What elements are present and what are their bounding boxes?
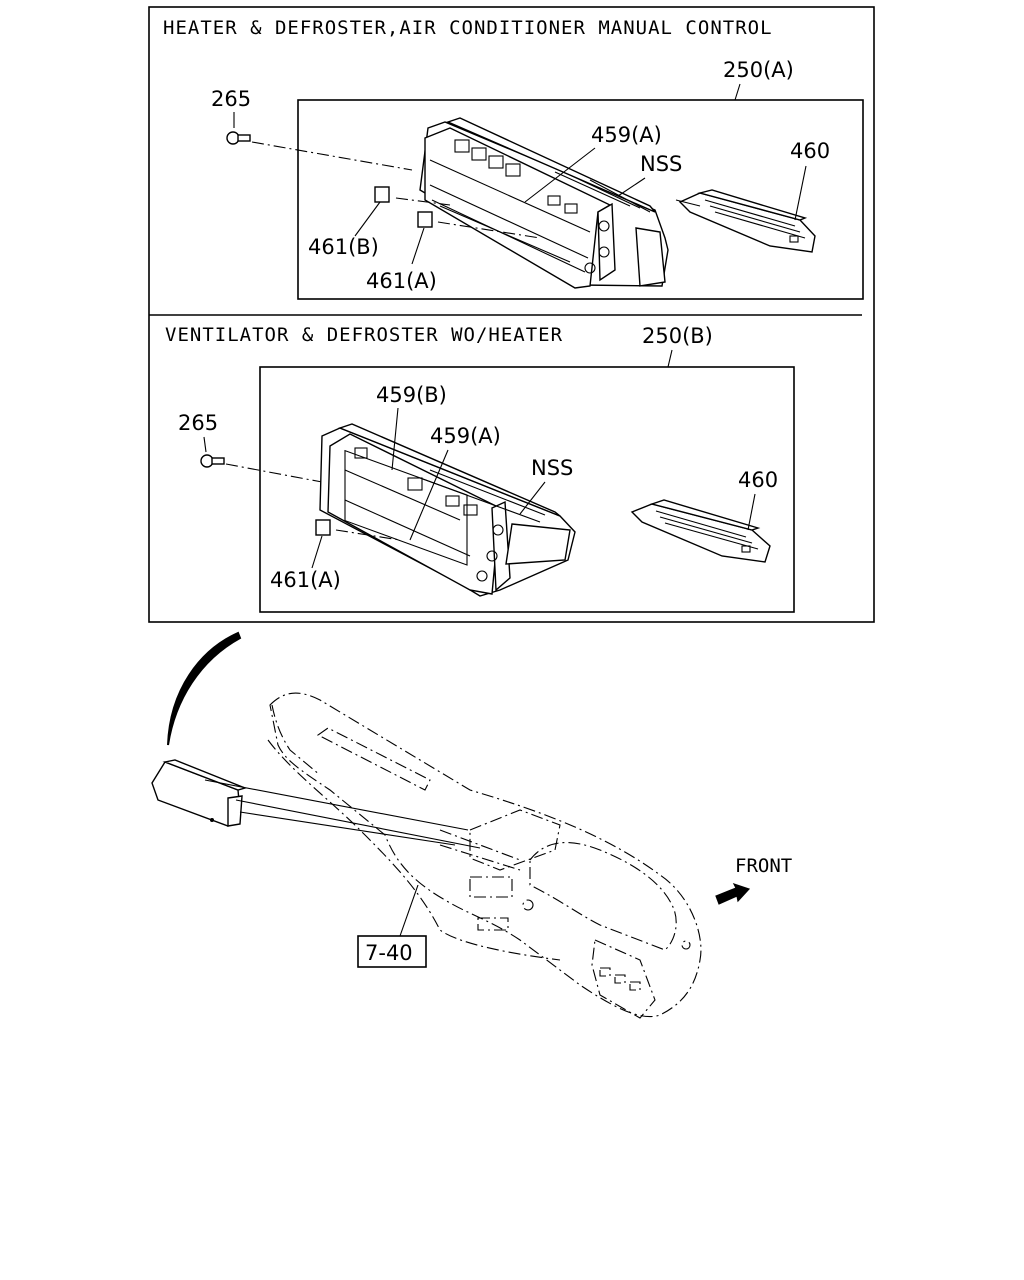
dash-knob — [522, 899, 534, 911]
knob-a-leader — [411, 227, 425, 265]
panel-b-leader — [391, 407, 399, 471]
module-460 — [675, 189, 816, 253]
assembly-box — [259, 366, 795, 613]
mount-line — [235, 799, 481, 849]
knob-a — [315, 519, 331, 536]
vent-slot — [316, 727, 431, 791]
knob-a-label: 461(A) — [366, 269, 437, 293]
dashboard-outline — [269, 692, 702, 1018]
module-leader — [794, 165, 807, 221]
knob-a-leader — [311, 535, 323, 569]
radio-slot — [469, 876, 513, 898]
mount-line — [239, 811, 456, 846]
knob-a-label: 461(A) — [270, 568, 341, 592]
module-460 — [630, 499, 771, 563]
cluster-hood — [529, 842, 677, 951]
lower-panel — [591, 939, 656, 1019]
screw-icon — [226, 131, 251, 145]
dashboard-edge — [267, 739, 561, 961]
panel-heading: VENTILATOR & DEFROSTER WO/HEATER — [165, 324, 563, 346]
screw-path — [251, 141, 413, 171]
arrow-icon — [715, 882, 751, 905]
panel-ventilator: VENTILATOR & DEFROSTER WO/HEATER 250(B) … — [165, 324, 795, 613]
panel-a-leader — [409, 449, 449, 541]
panel-a-label: 459(A) — [591, 123, 662, 147]
glovebox-latch — [477, 917, 509, 931]
panel-heading: HEATER & DEFROSTER,AIR CONDITIONER MANUA… — [163, 17, 773, 39]
assembly-box — [297, 99, 864, 300]
bezel-line — [439, 829, 521, 861]
screw-path — [225, 463, 323, 483]
cluster-panel — [469, 809, 561, 871]
panel-heater-ac: HEATER & DEFROSTER,AIR CONDITIONER MANUA… — [163, 17, 864, 300]
assembly-label: 250(A) — [723, 58, 794, 82]
module-label: 460 — [790, 139, 830, 163]
control-unit — [419, 117, 669, 289]
dashboard-overview: 7-40 FRONT — [151, 631, 792, 1019]
control-unit — [319, 423, 576, 597]
mount-line — [204, 779, 469, 831]
detail-callout-arc — [167, 631, 242, 746]
nss-label: NSS — [640, 152, 682, 176]
screw-icon — [200, 454, 225, 468]
reference-leader — [399, 884, 419, 937]
knob-b-leader — [354, 201, 381, 237]
nss-leader — [519, 481, 546, 515]
screw-label: 265 — [178, 411, 218, 435]
knob-b — [374, 186, 390, 203]
reference-label: 7-40 — [365, 941, 413, 965]
knob-path — [437, 221, 541, 239]
knob-path — [395, 197, 451, 206]
module-leader — [747, 493, 756, 531]
knob-path — [335, 529, 401, 541]
dashboard-edge — [271, 704, 321, 776]
module-label: 460 — [738, 468, 778, 492]
nss-label: NSS — [531, 456, 573, 480]
reference-box — [357, 935, 427, 968]
screw-leader — [203, 436, 207, 453]
front-label: FRONT — [735, 855, 792, 877]
assembly-label: 250(B) — [642, 324, 713, 348]
nss-leader — [617, 177, 646, 197]
control-unit-small — [151, 759, 248, 827]
knob-a — [417, 211, 433, 228]
bezel-line — [439, 844, 521, 871]
panel-b-label: 459(B) — [376, 383, 447, 407]
knob-b-label: 461(B) — [308, 235, 379, 259]
assembly-leader — [667, 349, 673, 368]
dash-knob — [681, 940, 691, 950]
switch — [629, 981, 641, 991]
switch — [599, 967, 611, 977]
screw-label: 265 — [211, 87, 251, 111]
switch — [614, 974, 626, 984]
panel-a-label: 459(A) — [430, 424, 501, 448]
assembly-leader — [734, 83, 741, 101]
panel-a-leader — [524, 147, 596, 203]
